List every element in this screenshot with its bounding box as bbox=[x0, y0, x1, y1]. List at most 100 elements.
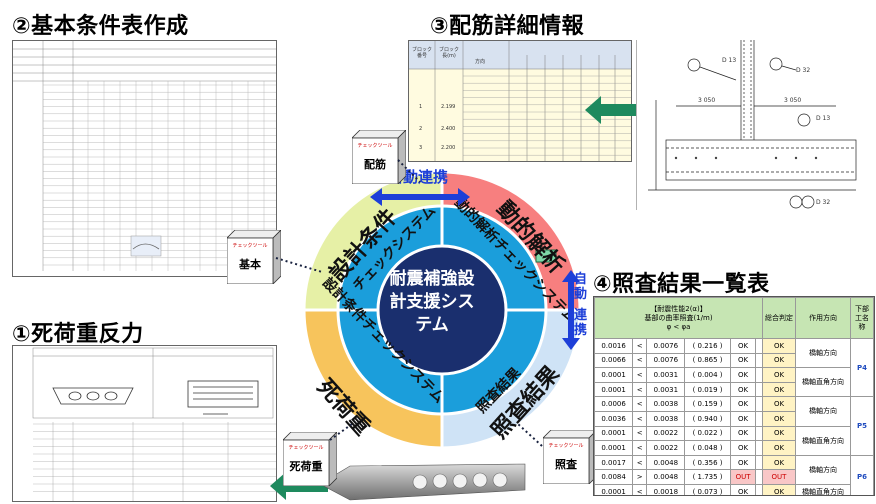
results-cell-phia: 0.0022 bbox=[646, 440, 686, 456]
results-cell-operator: < bbox=[632, 440, 648, 456]
check-cube-dead-load: チェックツール 死荷重 bbox=[283, 432, 337, 486]
results-cell-direction: 橋軸直角方向 bbox=[795, 425, 851, 456]
results-cell-direction: 橋軸直角方向 bbox=[795, 367, 851, 398]
results-header-line3: φ < φa bbox=[666, 322, 691, 331]
results-cell-direction: 橋軸方向 bbox=[795, 337, 851, 369]
results-cell-ratio: ( 0.865 ) bbox=[684, 352, 731, 369]
results-cell-phia: 0.0048 bbox=[646, 454, 686, 471]
rebar-dir-header: 方向 bbox=[475, 59, 486, 65]
results-cell-ratio: ( 0.048 ) bbox=[684, 440, 731, 456]
results-cell-phi: 0.0001 bbox=[594, 483, 634, 495]
auto-link-right-label-b: 連携 bbox=[574, 308, 588, 338]
center-line-2: 計支援シス bbox=[389, 292, 475, 312]
results-cell-total: OK bbox=[762, 483, 796, 495]
drawing-label-d13-b: D 13 bbox=[816, 115, 831, 122]
results-cell-pier: P4 bbox=[850, 337, 874, 398]
girder-illustration bbox=[320, 463, 526, 501]
rebar-table-grid bbox=[409, 41, 631, 161]
results-header-line2: 基部の曲率照査(1/m) bbox=[644, 313, 713, 322]
results-cell-judge: OK bbox=[729, 352, 757, 369]
results-cell-ratio: ( 0.073 ) bbox=[684, 483, 731, 495]
results-table-panel: 【耐震性能2(α)】 基部の曲率照査(1/m) φ < φa 総合判定 作用方向… bbox=[593, 296, 875, 496]
results-cell-operator: < bbox=[632, 454, 648, 471]
results-cell-pier: P5 bbox=[850, 396, 874, 456]
title-rebar-details: ③配筋詳細情報 bbox=[430, 14, 585, 39]
system-circle-diagram bbox=[302, 170, 582, 450]
results-cell-operator: < bbox=[632, 381, 648, 398]
results-cell-operator: < bbox=[632, 352, 648, 369]
results-cell-judge: OK bbox=[729, 410, 757, 427]
rebar-drawing: D 13 D 32 D 13 D 32 3 050 3 050 bbox=[636, 40, 864, 210]
cube-rebar-label: 配筋 bbox=[364, 158, 386, 171]
results-cell-ratio: ( 1.735 ) bbox=[684, 469, 731, 485]
results-cell-ratio: ( 0.940 ) bbox=[684, 410, 731, 427]
title-dead-load: ①死荷重反力 bbox=[12, 322, 144, 347]
results-cell-direction: 橋軸方向 bbox=[795, 396, 851, 427]
rebar-drawing-lines bbox=[636, 40, 857, 210]
results-header-line1: 【耐震性能2(α)】 bbox=[650, 304, 707, 313]
center-line-3: テム bbox=[415, 315, 449, 335]
results-header-direction: 作用方向 bbox=[795, 297, 851, 339]
results-cell-direction: 橋軸方向 bbox=[795, 454, 851, 485]
rebar-block-3: 3 bbox=[419, 145, 423, 151]
results-cell-phi: 0.0016 bbox=[594, 338, 634, 354]
cube-basic-label: 基本 bbox=[239, 258, 261, 271]
results-cell-judge: OK bbox=[729, 483, 757, 495]
results-cell-phi: 0.0066 bbox=[594, 352, 634, 369]
results-cell-phia: 0.0038 bbox=[646, 410, 686, 427]
title-basic-conditions: ②基本条件表作成 bbox=[12, 14, 189, 39]
cube-check-label: 照査 bbox=[555, 458, 577, 471]
results-cell-operator: < bbox=[632, 483, 648, 495]
results-cell-total: OK bbox=[762, 338, 796, 354]
results-cell-direction: 橋軸直角方向 bbox=[795, 483, 851, 495]
results-cell-judge: OUT bbox=[729, 469, 757, 485]
cube-dead-label: 死荷重 bbox=[289, 460, 323, 473]
results-cell-judge: OK bbox=[729, 454, 757, 471]
results-cell-phi: 0.0006 bbox=[594, 396, 634, 412]
results-header-total: 総合判定 bbox=[762, 297, 796, 339]
green-arrow-left-icon bbox=[585, 96, 643, 124]
results-cell-total: OK bbox=[762, 454, 796, 471]
drawing-label-d32-b: D 32 bbox=[816, 199, 831, 206]
drawing-label-d13-a: D 13 bbox=[722, 57, 737, 64]
results-cell-judge: OK bbox=[729, 425, 757, 442]
drawing-dim-1: 3 050 bbox=[698, 97, 716, 104]
results-cell-ratio: ( 0.159 ) bbox=[684, 396, 731, 412]
auto-link-arrow-right-icon bbox=[562, 270, 580, 350]
results-cell-operator: < bbox=[632, 338, 648, 354]
results-cell-phia: 0.0038 bbox=[646, 396, 686, 412]
rebar-length-2: 2.400 bbox=[441, 126, 456, 132]
results-cell-total: OK bbox=[762, 410, 796, 427]
cube-rebar-tag: チェックツール bbox=[357, 143, 393, 149]
results-cell-phi: 0.0001 bbox=[594, 425, 634, 442]
results-cell-judge: OK bbox=[729, 381, 757, 398]
results-cell-phi: 0.0001 bbox=[594, 367, 634, 383]
results-cell-total: OK bbox=[762, 396, 796, 412]
rebar-block-1: 1 bbox=[419, 104, 423, 110]
results-cell-judge: OK bbox=[729, 338, 757, 354]
results-cell-total: OK bbox=[762, 381, 796, 398]
results-cell-phi: 0.0036 bbox=[594, 410, 634, 427]
results-cell-ratio: ( 0.356 ) bbox=[684, 454, 731, 471]
check-cube-rebar: チェックツール 配筋 bbox=[352, 130, 406, 184]
results-header-pier: 下部工名称 bbox=[850, 297, 874, 339]
cube-check-tag: チェックツール bbox=[548, 443, 584, 449]
results-cell-total: OK bbox=[762, 440, 796, 456]
results-cell-operator: < bbox=[632, 425, 648, 442]
results-cell-total: OUT bbox=[762, 469, 796, 485]
rebar-table-sheet: ブロック番号 ブロック長(m) 方向 1 2.199 2 2.400 3 2.2… bbox=[408, 40, 632, 162]
results-cell-operator: < bbox=[632, 396, 648, 412]
results-cell-judge: OK bbox=[729, 396, 757, 412]
rebar-length-header: ブロック長(m) bbox=[438, 47, 459, 59]
results-cell-phia: 0.0076 bbox=[646, 338, 686, 354]
results-cell-ratio: ( 0.216 ) bbox=[684, 338, 731, 354]
results-cell-judge: OK bbox=[729, 367, 757, 383]
results-cell-judge: OK bbox=[729, 440, 757, 456]
